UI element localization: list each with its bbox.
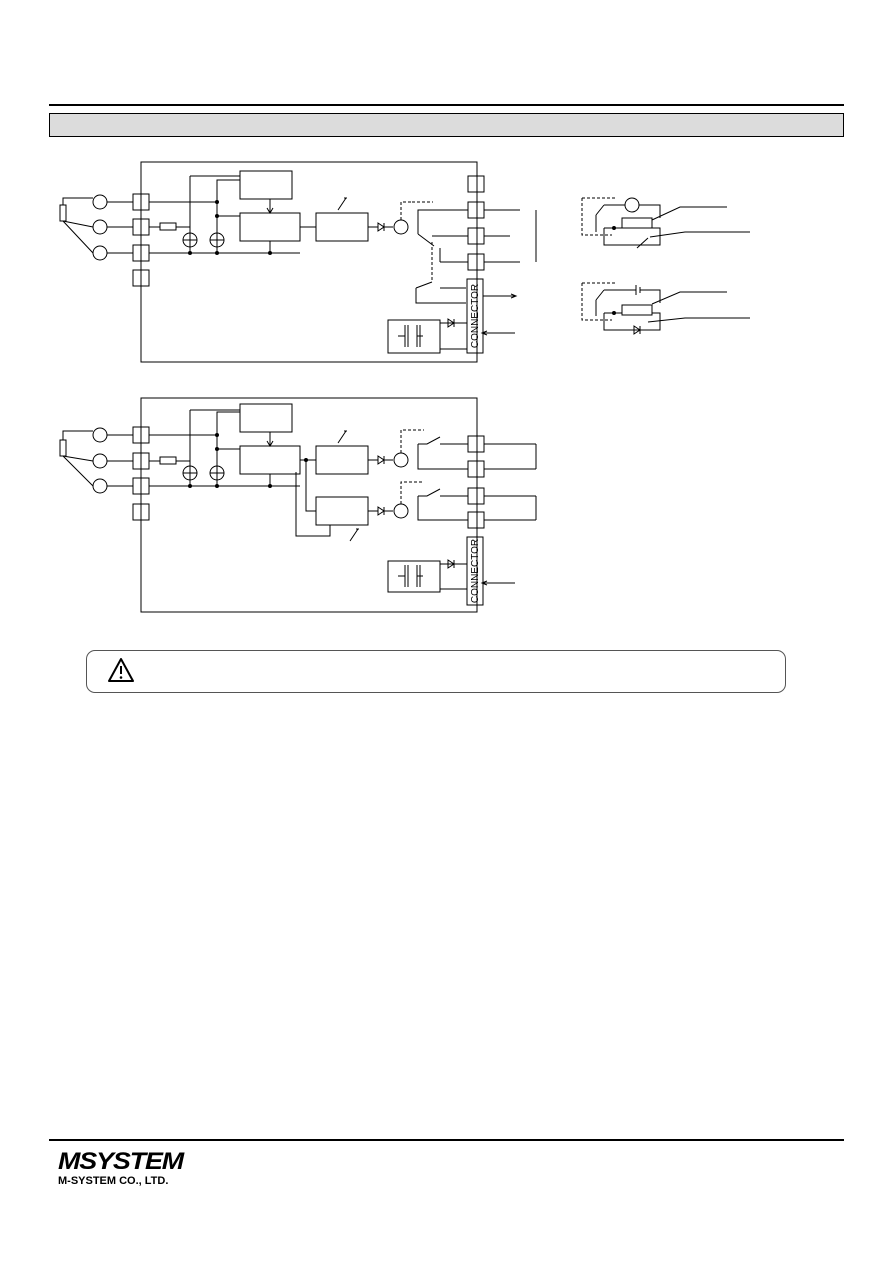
company-name: M-SYSTEM CO., LTD. xyxy=(58,1175,169,1187)
connector-block xyxy=(466,278,484,354)
terminal-circle xyxy=(92,194,108,210)
isolation-block xyxy=(387,319,441,354)
connector-label: CONNECTOR xyxy=(470,539,481,603)
terminal-circle xyxy=(92,245,108,261)
module-outline-1 xyxy=(140,161,478,363)
terminal-box xyxy=(132,269,150,287)
logo-wordmark: MSYSTEM xyxy=(58,1148,184,1175)
warning-box xyxy=(86,650,786,693)
load xyxy=(621,217,653,229)
module-outline-2 xyxy=(140,397,478,613)
relay-coil xyxy=(393,219,409,235)
connector-label: CONNECTOR xyxy=(470,284,481,348)
diagram-1: CONNECTOR xyxy=(59,161,750,363)
function-block xyxy=(315,212,369,242)
function-block xyxy=(239,170,293,200)
terminal-circle xyxy=(92,219,108,235)
bottom-rule xyxy=(49,1139,844,1141)
resistor xyxy=(159,222,177,231)
ac-source xyxy=(624,197,640,213)
sensor-element xyxy=(59,204,67,222)
function-block xyxy=(239,212,301,242)
company-logo: MSYSTEM M-SYSTEM CO., LTD. xyxy=(58,1150,184,1188)
block-diagram: CONNECTOR xyxy=(59,161,750,613)
terminal-box xyxy=(467,227,485,245)
terminal-box xyxy=(467,201,485,219)
top-rule xyxy=(49,104,844,106)
diagram-2: CONNECTOR xyxy=(59,397,537,613)
warning-triangle-icon xyxy=(108,658,134,682)
section-band xyxy=(49,113,844,137)
terminal-box xyxy=(467,253,485,271)
terminal-box xyxy=(467,175,485,193)
load xyxy=(621,304,653,316)
